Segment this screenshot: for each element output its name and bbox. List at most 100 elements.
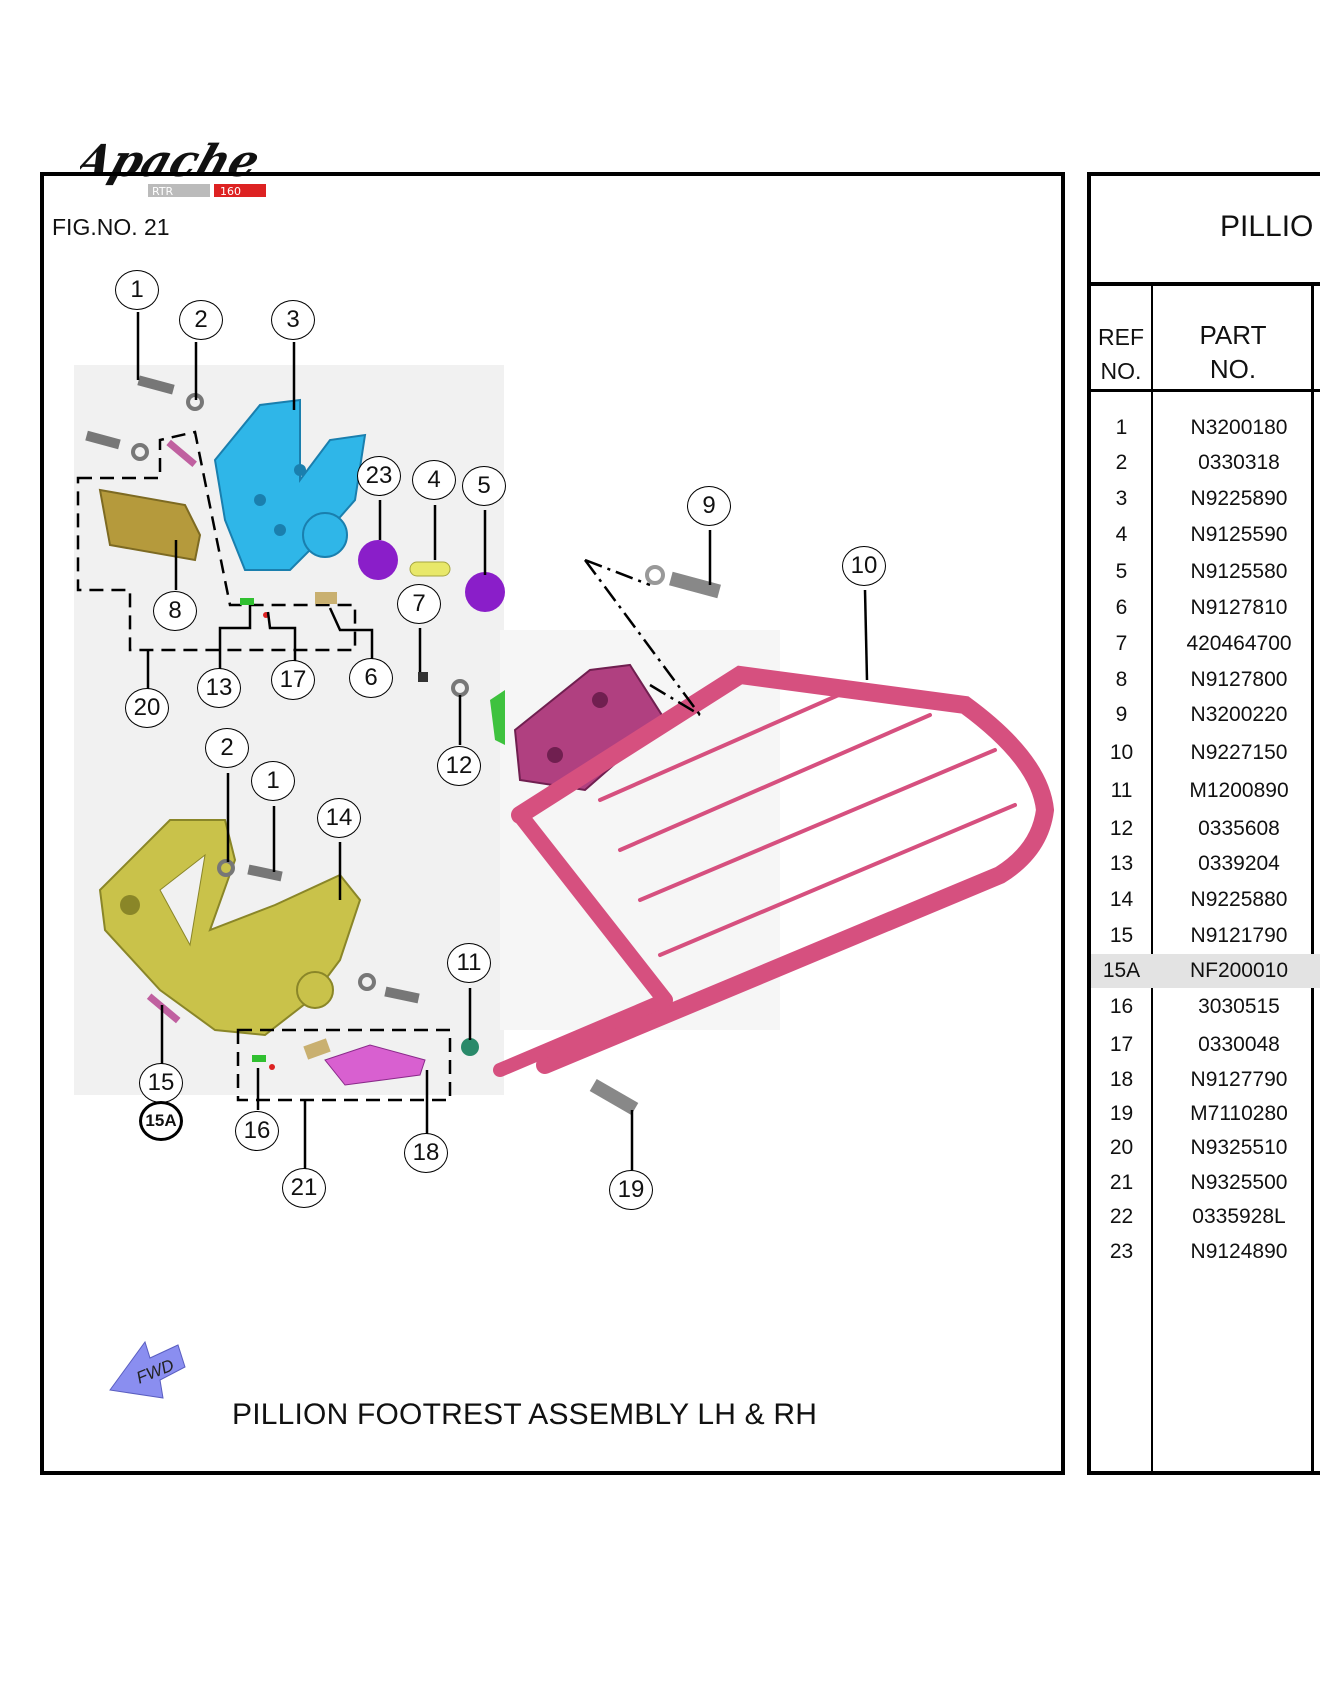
part-number-cell: N9127790 [1190, 1068, 1288, 1091]
callout-16: 16 [235, 1111, 279, 1151]
part-header-line: PART [1199, 320, 1267, 350]
part-number-cell: N9125580 [1190, 560, 1288, 583]
rh-bracket-part [98, 819, 362, 1037]
exploded-diagram [74, 312, 1055, 1399]
svg-text:160: 160 [220, 185, 241, 198]
part-number-cell: N9127810 [1190, 596, 1288, 619]
callout-4: 4 [412, 460, 456, 500]
callout-7: 7 [397, 584, 441, 624]
table-row: 18 N9127790 [1091, 1063, 1320, 1097]
callout-12: 12 [437, 746, 481, 786]
callout-1: 1 [115, 270, 159, 310]
column-divider [1311, 282, 1314, 1475]
callout-20: 20 [125, 688, 169, 728]
part-number-cell: M7110280 [1190, 1102, 1288, 1125]
svg-text:RTR: RTR [152, 185, 174, 198]
ref-cell: 22 [1109, 1205, 1134, 1228]
ref-cell: 7 [1115, 632, 1128, 655]
table-row: 22 0335928L [1091, 1200, 1320, 1234]
part-number-cell: N9124890 [1190, 1240, 1288, 1263]
callout-15a: 15A [139, 1101, 183, 1141]
rubber-5-part [465, 572, 505, 612]
part-number-cell: 0335928L [1192, 1205, 1286, 1228]
ref-cell: 2 [1115, 451, 1128, 474]
callout-21: 21 [282, 1168, 326, 1208]
table-row: 5 N9125580 [1091, 555, 1320, 589]
ref-header-line: NO. [1100, 358, 1142, 384]
callout-2: 2 [205, 728, 249, 768]
part-number-cell: 0339204 [1198, 852, 1280, 875]
callout-1: 1 [251, 761, 295, 801]
ref-cell: 18 [1109, 1068, 1134, 1091]
ref-cell: 15 [1109, 924, 1134, 947]
callout-2: 2 [179, 300, 223, 340]
table-row: 2 0330318 [1091, 446, 1320, 480]
figure-title: PILLION FOOTREST ASSEMBLY LH & RH [232, 1398, 818, 1431]
callout-5: 5 [462, 466, 506, 506]
part-number-cell: 420464700 [1186, 632, 1292, 655]
callout-9: 9 [687, 486, 731, 526]
figure-number: FIG.NO. 21 [52, 214, 170, 240]
ref-cell: 13 [1109, 852, 1134, 875]
ref-cell: 10 [1109, 741, 1134, 764]
table-row: 11 M1200890 [1091, 774, 1320, 808]
ref-cell: 17 [1109, 1033, 1134, 1056]
callout-18: 18 [404, 1133, 448, 1173]
callout-8: 8 [153, 591, 197, 631]
part-number-cell: N9227150 [1190, 741, 1288, 764]
table-row: 19 M7110280 [1091, 1097, 1320, 1131]
ref-cell: 19 [1109, 1102, 1134, 1125]
ref-cell: 8 [1115, 668, 1128, 691]
ref-cell: 5 [1115, 560, 1128, 583]
part-number-cell: N9121790 [1190, 924, 1288, 947]
ref-cell: 1 [1115, 416, 1128, 439]
part-number-cell: N9127800 [1190, 668, 1288, 691]
part-number-cell: 0330048 [1198, 1033, 1280, 1056]
diagram-frame [40, 172, 1065, 1475]
callout-15: 15 [139, 1063, 183, 1103]
grab-rail-part [493, 665, 1055, 1077]
callout-6: 6 [349, 658, 393, 698]
part-header-line: NO. [1209, 354, 1257, 384]
part-number-cell: 0330318 [1198, 451, 1280, 474]
table-divider [1087, 389, 1320, 392]
part-number-cell: N9125590 [1190, 523, 1288, 546]
part-number-cell: N9225890 [1190, 487, 1288, 510]
table-row: 23 N9124890 [1091, 1235, 1320, 1269]
callout-3: 3 [271, 300, 315, 340]
pin-4-part [409, 561, 451, 577]
ref-cell: 14 [1109, 888, 1134, 911]
apache-logo: Apache RTR 160 [80, 136, 266, 198]
ref-cell: 4 [1115, 523, 1128, 546]
parts-table-frame [1087, 172, 1320, 1475]
ref-cell: 6 [1115, 596, 1128, 619]
ref-cell: 23 [1109, 1240, 1134, 1263]
table-row: 13 0339204 [1091, 847, 1320, 881]
part-header: PART NO. [1155, 318, 1311, 386]
fwd-arrow-icon [109, 1340, 186, 1399]
part-number-cell: 3030515 [1198, 995, 1280, 1018]
ref-cell: 16 [1109, 995, 1134, 1018]
column-divider [1151, 282, 1153, 1475]
table-row: 8 N9127800 [1091, 663, 1320, 697]
part-number-cell: NF200010 [1189, 959, 1289, 982]
ref-cell: 11 [1110, 779, 1133, 802]
callout-14: 14 [317, 798, 361, 838]
ref-cell: 9 [1115, 703, 1128, 726]
table-row: 6 N9127810 [1091, 591, 1320, 625]
callout-13: 13 [197, 668, 241, 708]
ref-cell: 20 [1109, 1136, 1134, 1159]
table-row: 14 N9225880 [1091, 883, 1320, 917]
part-number-cell: M1200890 [1189, 779, 1289, 802]
part-number-cell: N9225880 [1190, 888, 1288, 911]
callout-23: 23 [357, 456, 401, 496]
table-row: 7 420464700 [1091, 627, 1320, 661]
ref-cell: 15A [1102, 959, 1141, 982]
ref-cell: 21 [1109, 1171, 1134, 1194]
ref-header-line: REF [1098, 324, 1144, 350]
rubber-23-part [358, 540, 398, 580]
